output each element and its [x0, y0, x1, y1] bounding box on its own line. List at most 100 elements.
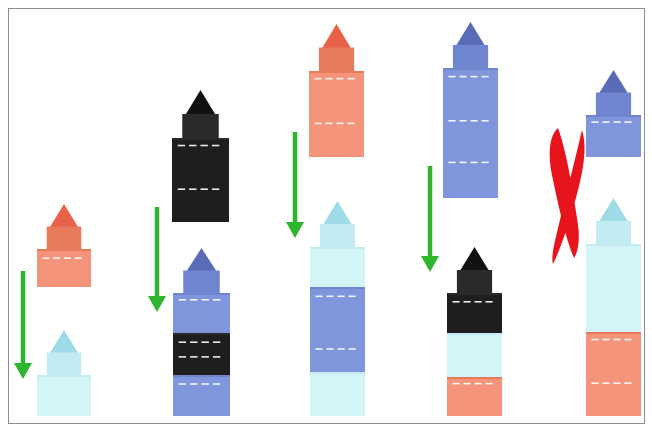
window-strip — [337, 123, 344, 125]
block-edge — [447, 333, 502, 335]
down-arrow-icon — [148, 207, 166, 312]
window-strip — [327, 296, 334, 298]
window-strip — [486, 301, 493, 303]
window-strip — [75, 257, 82, 259]
window-strip — [348, 78, 355, 80]
window-strip — [190, 383, 197, 385]
window-strip — [486, 383, 493, 385]
block-edge — [37, 375, 91, 377]
window-strip — [614, 382, 621, 384]
window-strip — [213, 356, 220, 358]
tower-cap — [47, 353, 82, 376]
window-strip — [201, 145, 208, 147]
window-strip — [349, 296, 356, 298]
tower-cap — [596, 93, 631, 116]
window-strip — [592, 339, 599, 341]
window-strip — [475, 301, 482, 303]
window-strip — [614, 339, 621, 341]
window-strip — [213, 383, 220, 385]
window-strip — [64, 257, 71, 259]
window-strip — [201, 188, 208, 190]
tower-body — [37, 249, 91, 287]
tower-black-segment — [447, 293, 502, 333]
window-strip — [471, 120, 478, 122]
window-strip — [475, 383, 482, 385]
tower-cap — [182, 114, 218, 138]
window-strip — [482, 162, 489, 164]
window-strip — [202, 356, 209, 358]
window-strip — [190, 341, 197, 343]
tower-cap — [47, 227, 82, 250]
window-strip — [460, 120, 467, 122]
window-strip — [190, 356, 197, 358]
window-strip — [53, 257, 60, 259]
window-strip — [453, 383, 460, 385]
block-edge — [173, 333, 230, 335]
block-edge — [310, 247, 365, 249]
window-strip — [471, 76, 478, 78]
window-strip — [603, 121, 610, 123]
tower-cap — [183, 271, 219, 294]
window-strip — [202, 383, 209, 385]
tower-roof — [321, 24, 352, 50]
tower-black-segment — [173, 333, 230, 375]
window-strip — [482, 120, 489, 122]
window-strip — [316, 296, 323, 298]
window-strip — [614, 121, 621, 123]
tower-cap — [319, 48, 354, 72]
window-strip — [212, 188, 219, 190]
tower-blue-small — [586, 70, 641, 157]
down-arrow-icon — [14, 271, 32, 379]
tower-body — [37, 375, 91, 416]
tower-roof — [459, 247, 490, 272]
window-strip — [213, 341, 220, 343]
window-strip — [603, 382, 610, 384]
tower-roof — [49, 204, 79, 229]
tower-blue-segment — [310, 287, 365, 372]
window-strip — [460, 76, 467, 78]
tower-blue-tall — [443, 22, 498, 198]
tower-roof — [455, 22, 486, 47]
window-strip — [213, 299, 220, 301]
tower-salmon-small — [37, 204, 91, 287]
window-strip — [190, 299, 197, 301]
window-strip — [464, 383, 471, 385]
tower-stacked-blue-black — [173, 248, 230, 416]
window-strip — [315, 78, 322, 80]
block-edge — [173, 375, 230, 377]
tower-cap — [457, 270, 492, 293]
window-strip — [338, 296, 345, 298]
down-arrow-icon — [286, 132, 304, 238]
tower-cap — [596, 221, 631, 244]
tower-lightblue-small — [37, 330, 91, 416]
tower-lightblue-segment — [586, 244, 641, 332]
window-strip — [315, 123, 322, 125]
tower-body — [309, 71, 364, 157]
block-edge — [310, 372, 365, 374]
block-edge — [310, 287, 365, 289]
window-strip — [449, 120, 456, 122]
window-strip — [327, 348, 334, 350]
window-strip — [316, 348, 323, 350]
window-strip — [464, 301, 471, 303]
tower-roof — [322, 201, 353, 226]
window-strip — [179, 356, 186, 358]
tower-black-lightblue-salmon — [447, 247, 502, 416]
tower-lightblue-segment — [310, 247, 365, 287]
window-strip — [189, 145, 196, 147]
window-strip — [179, 299, 186, 301]
window-strip — [202, 341, 209, 343]
tower-salmon-segment — [586, 332, 641, 416]
block-edge — [173, 293, 230, 295]
tower-roof — [598, 70, 629, 95]
tower-lightblue-segment — [310, 372, 365, 416]
window-strip — [349, 348, 356, 350]
window-strip — [453, 301, 460, 303]
tower-roof — [186, 248, 218, 273]
block-edge — [309, 71, 364, 73]
block-edge — [37, 249, 91, 251]
window-strip — [449, 76, 456, 78]
window-strip — [202, 299, 209, 301]
window-strip — [179, 341, 186, 343]
